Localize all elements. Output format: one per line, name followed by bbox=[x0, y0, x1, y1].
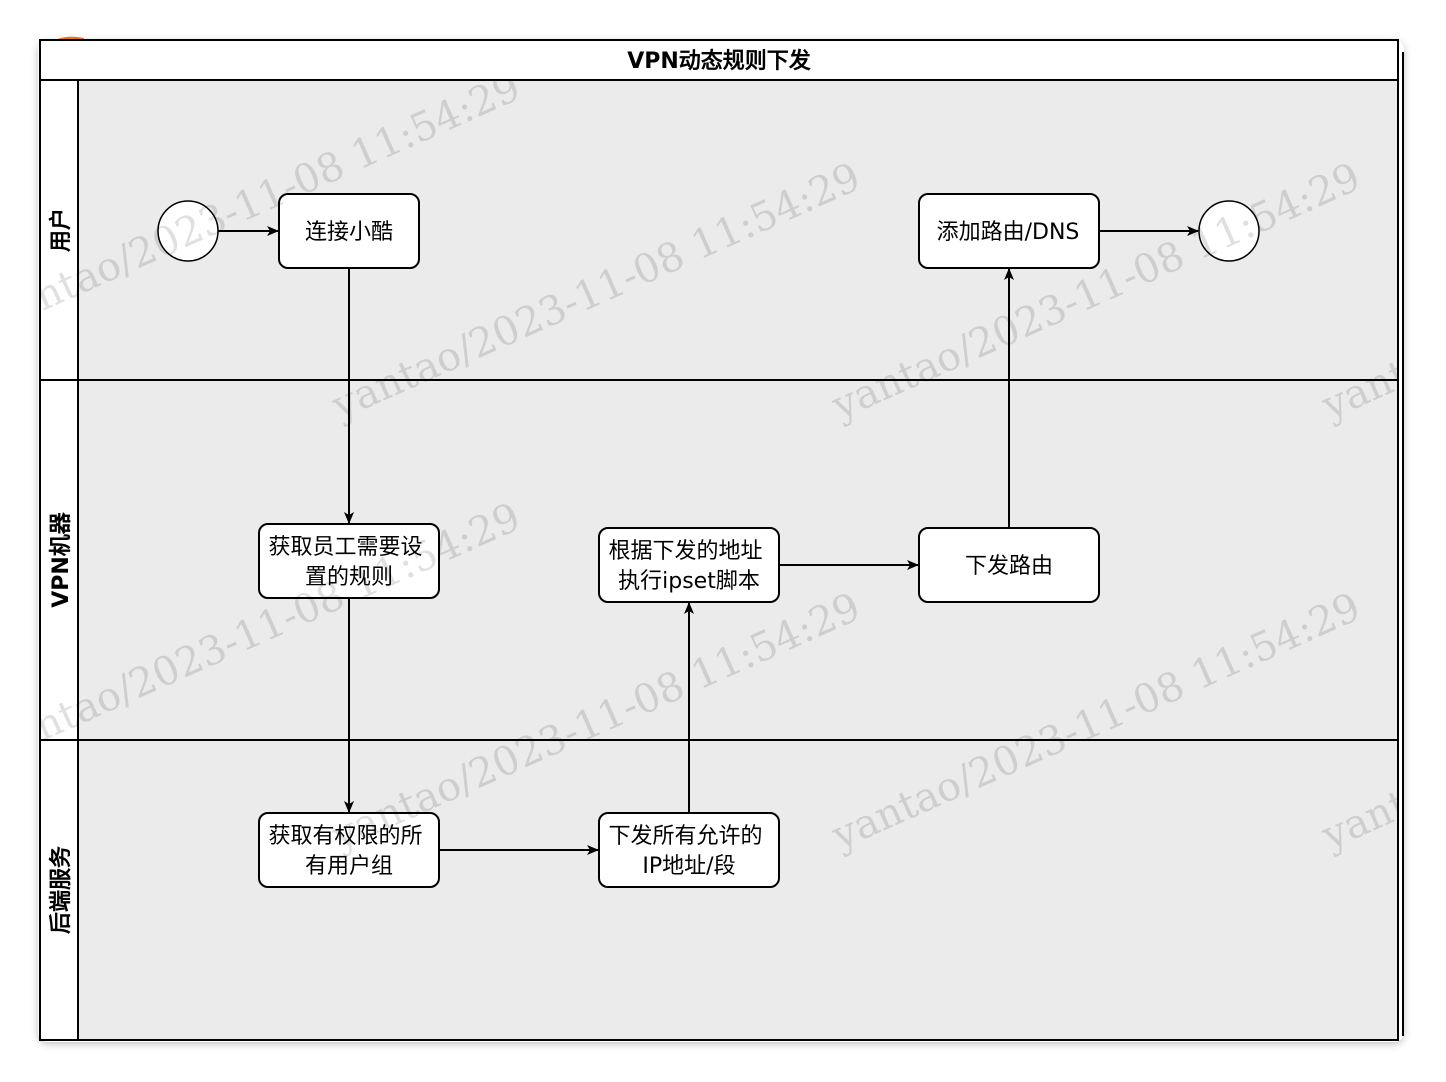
lane-backend-label: 后端服务 bbox=[49, 845, 74, 934]
task-push-route: 下发路由 bbox=[918, 527, 1100, 603]
task-get-groups: 获取有权限的所 有用户组 bbox=[258, 812, 440, 888]
end-event bbox=[1198, 200, 1260, 262]
task-get-rules-label: 获取员工需要设 置的规则 bbox=[268, 535, 429, 590]
task-run-ipset: 根据下发的地址 执行ipset脚本 bbox=[598, 527, 780, 603]
task-push-route-label: 下发路由 bbox=[965, 554, 1053, 579]
task-add-route: 添加路由/DNS bbox=[918, 193, 1100, 269]
lane-backend: 后端服务 bbox=[39, 739, 1399, 1041]
lane-backend-header bbox=[39, 739, 79, 1041]
lane-user-label: 用户 bbox=[48, 208, 74, 252]
pool-title: VPN动态规则下发 bbox=[627, 48, 812, 74]
task-get-groups-label: 获取有权限的所 有用户组 bbox=[268, 824, 429, 879]
task-run-ipset-label: 根据下发的地址 执行ipset脚本 bbox=[608, 539, 769, 594]
task-push-ips-label: 下发所有允许的 IP地址/段 bbox=[608, 824, 769, 879]
task-connect: 连接小酷 bbox=[278, 193, 420, 269]
lane-user-header bbox=[39, 79, 79, 381]
task-connect-label: 连接小酷 bbox=[305, 220, 393, 245]
pool-header bbox=[39, 39, 1399, 81]
task-add-route-label: 添加路由/DNS bbox=[937, 220, 1080, 245]
task-get-rules: 获取员工需要设 置的规则 bbox=[258, 523, 440, 599]
lane-vpn-label: VPN机器 bbox=[49, 511, 74, 608]
task-push-ips: 下发所有允许的 IP地址/段 bbox=[598, 812, 780, 888]
start-event bbox=[157, 200, 219, 262]
lane-backend-body bbox=[77, 739, 1399, 1041]
